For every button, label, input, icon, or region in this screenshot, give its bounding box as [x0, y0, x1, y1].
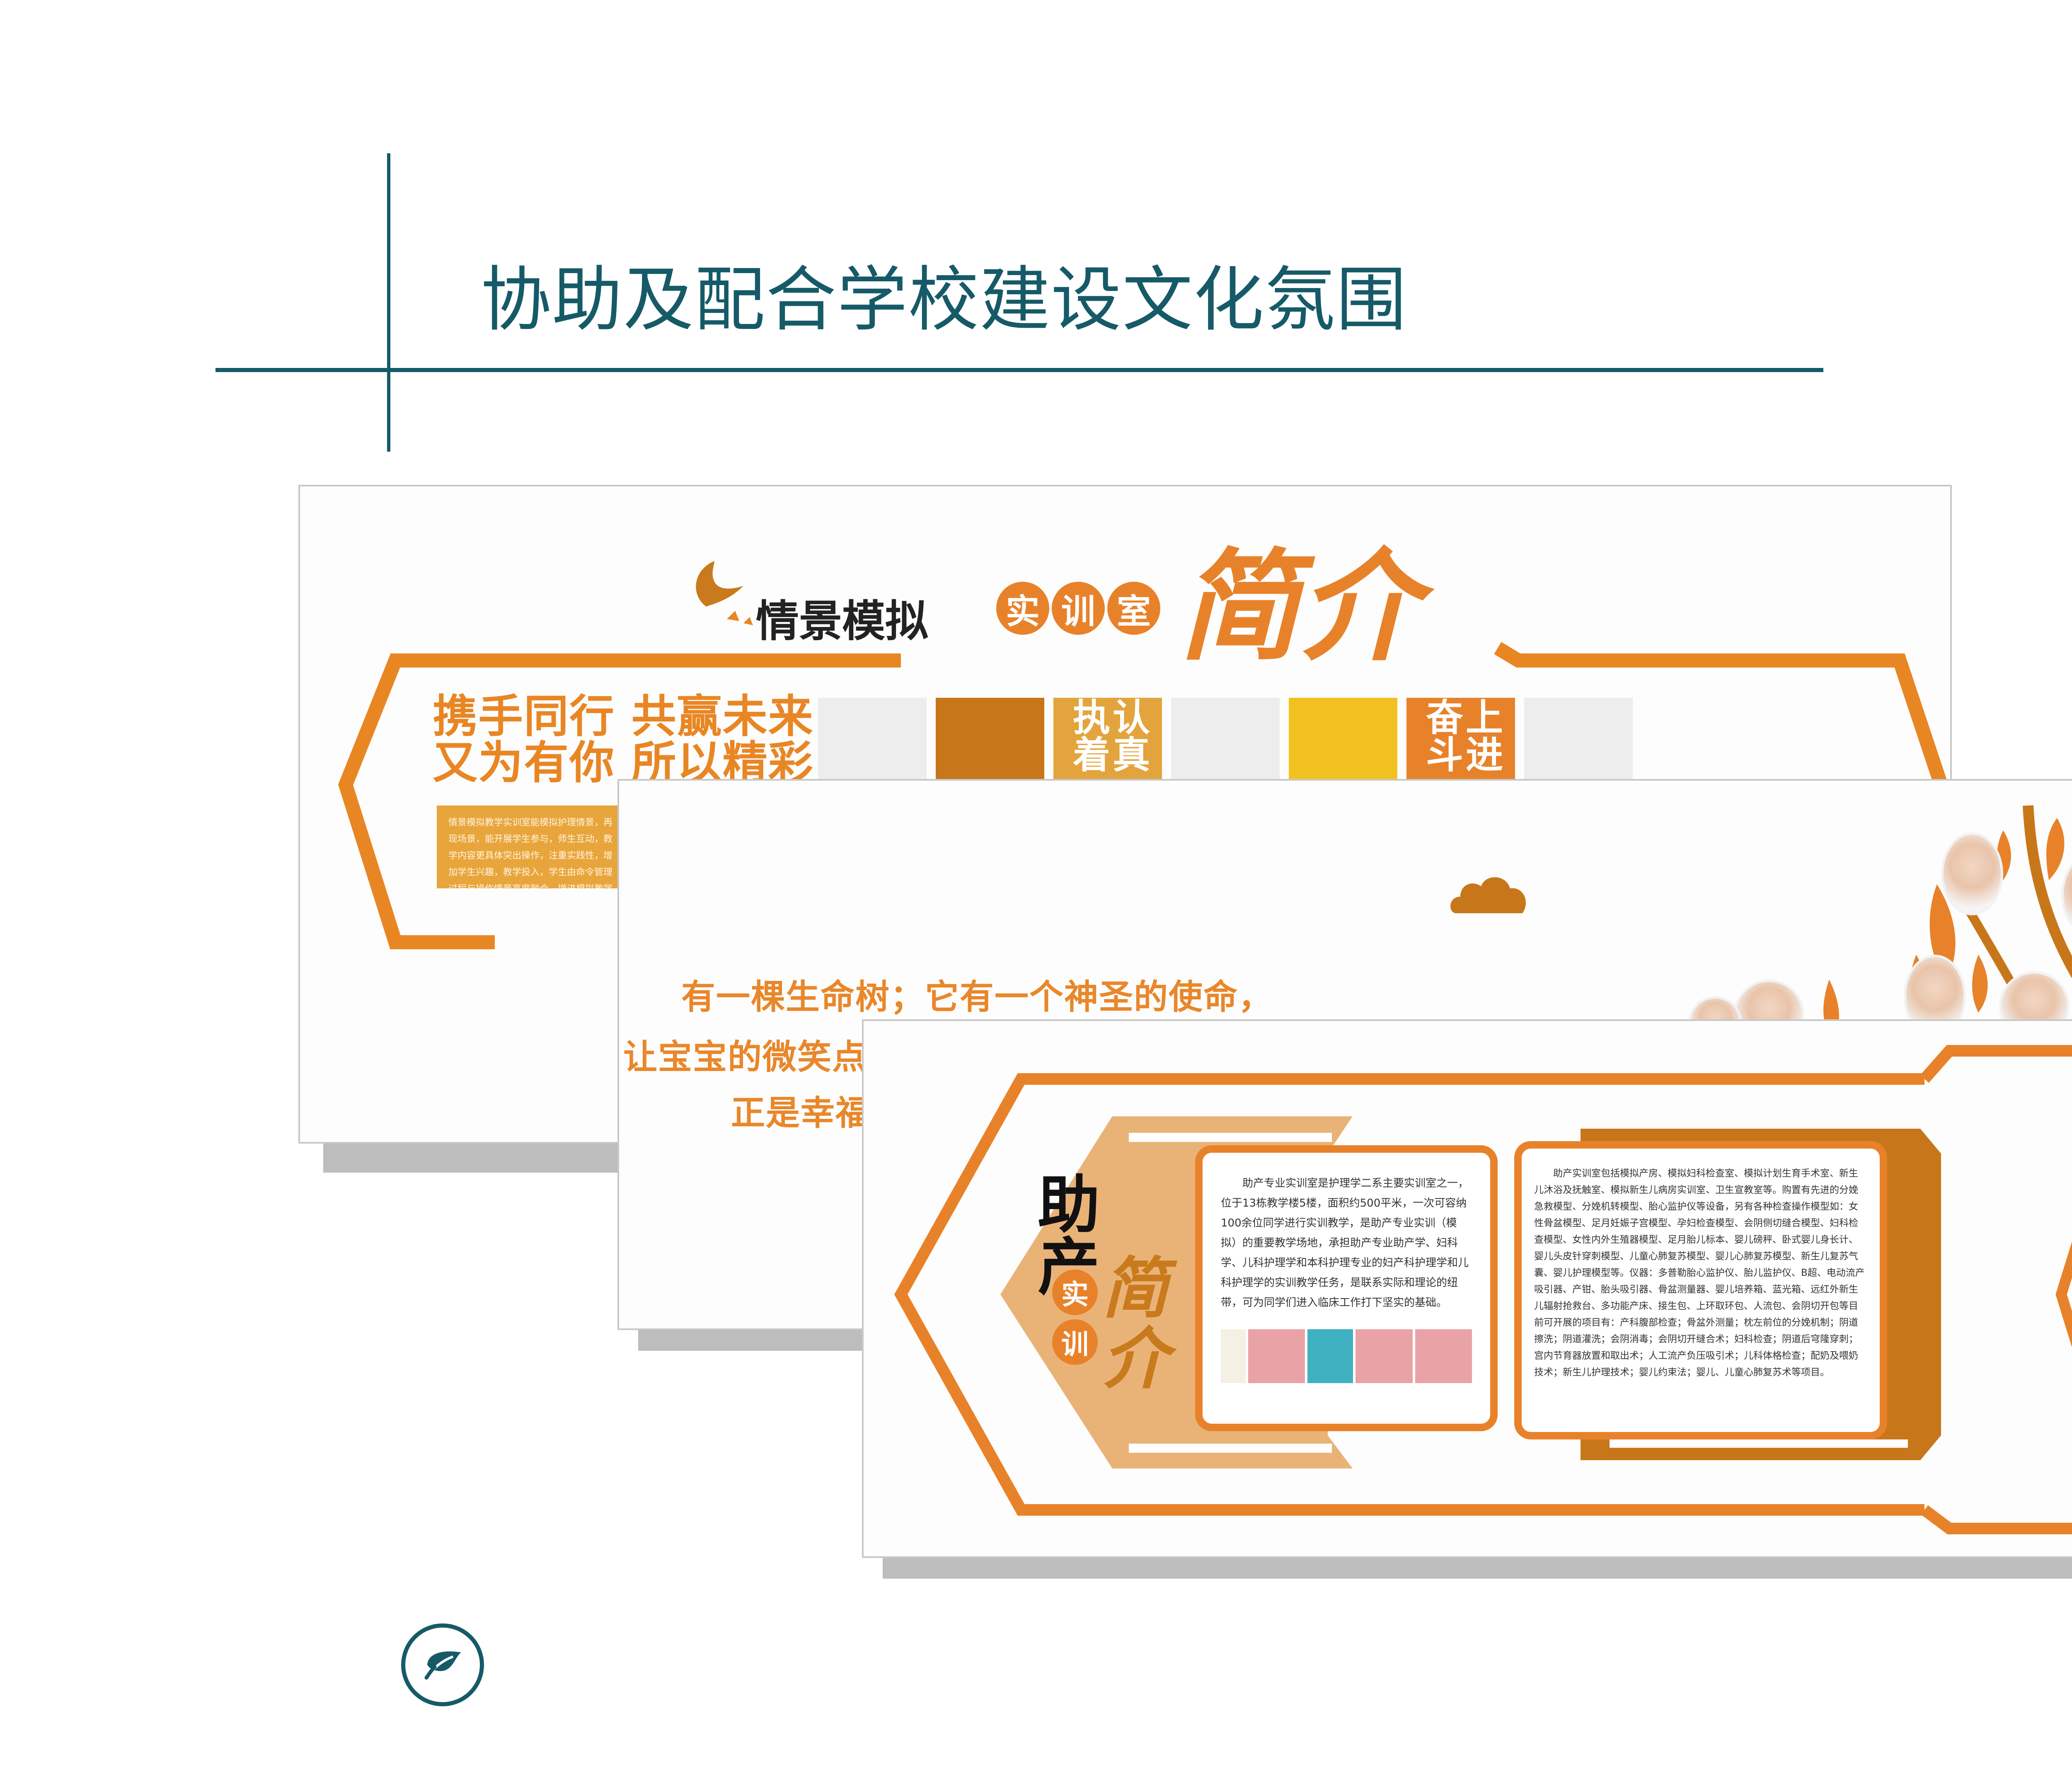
title-circle: 训: [1052, 1319, 1098, 1365]
vertical-divider: [387, 153, 390, 452]
cloud-icon: [1450, 877, 1526, 913]
panel-midwifery-lab: 助 产 实 训 简介 助产专业实训室是护理学二系主要实训室之一，位于13栋教学楼…: [862, 1019, 2072, 1558]
panel1-heading-circles: 实 训 室: [996, 582, 1160, 635]
life-tree-icon: [1756, 805, 2072, 1038]
panel3-brush-title: 简介: [1102, 1249, 1169, 1398]
leaf-icon: [424, 1651, 461, 1680]
page-title: 协助及配合学校建设文化氛围: [481, 259, 1408, 341]
title-circle: 实: [1052, 1270, 1098, 1315]
heading-circle: 实: [996, 582, 1049, 635]
card2-text: 助产实训室包括模拟产房、模拟妇科检查室、模拟计划生育手术室、新生儿沐浴及抚触室、…: [1534, 1168, 1865, 1378]
floor-plan-room: [1415, 1329, 1472, 1383]
panel2-slogan-1: 有一棵生命树；它有一个神圣的使命，: [681, 977, 1273, 1017]
panel2-slogan-3: 正是幸福: [731, 1093, 871, 1133]
info-card-2: 助产实训室包括模拟产房、模拟妇科检查室、模拟计划生育手术室、新生儿沐浴及抚触室、…: [1514, 1141, 1887, 1439]
leaf-logo: [401, 1623, 484, 1706]
horizontal-divider: [215, 368, 1823, 372]
bird-icon: [696, 561, 753, 625]
panel1-brush-title: 简介: [1179, 536, 1419, 677]
heading-circle: 训: [1052, 582, 1105, 635]
heading-circle: 室: [1107, 582, 1160, 635]
panel1-paragraph: 情景模拟教学实训室能模拟护理情景，再现场景，能开展学生参与，师生互动，教学内容更…: [437, 806, 627, 888]
panel1-tagline-2: 又为有你 所以精彩: [433, 737, 814, 789]
floor-plan: [1221, 1329, 1472, 1383]
photo-pregnant-woman: [1941, 832, 2003, 915]
panel1-heading: 情景模拟: [756, 596, 929, 646]
panel2-slogan-2: 让宝宝的微笑点: [623, 1038, 867, 1077]
floor-plan-room: [1248, 1329, 1305, 1383]
floor-plan-room: [1356, 1329, 1413, 1383]
floor-plan-room: [1307, 1329, 1353, 1383]
panel1-tagline-1: 携手同行 共赢未来: [433, 691, 814, 743]
floor-plan-room: [1221, 1329, 1246, 1383]
card1-text: 助产专业实训室是护理学二系主要实训室之一，位于13栋教学楼5楼，面积约500平米…: [1221, 1177, 1469, 1309]
info-card-1: 助产专业实训室是护理学二系主要实训室之一，位于13栋教学楼5楼，面积约500平米…: [1195, 1145, 1498, 1431]
